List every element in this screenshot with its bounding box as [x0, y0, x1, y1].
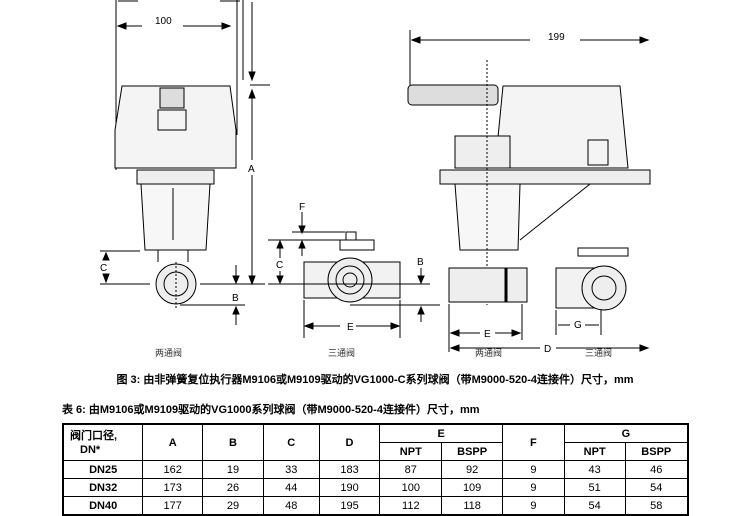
- header-d: D: [318, 423, 381, 461]
- table-cell: 118: [441, 496, 504, 516]
- cell-dn: DN25: [62, 460, 144, 479]
- table-cell: 87: [379, 460, 443, 479]
- table-cell: 54: [624, 478, 689, 497]
- view-label: 两通阀: [155, 348, 182, 359]
- table-cell: 9: [502, 460, 565, 479]
- table-cell: 162: [142, 460, 204, 479]
- table-cell: 173: [142, 478, 204, 497]
- table-cell: 46: [624, 460, 689, 479]
- table-cell: 9: [502, 478, 565, 497]
- header-dn-line1: 阀门口径,: [70, 429, 118, 442]
- dim-b-label: B: [417, 257, 424, 268]
- table-cell: 29: [202, 496, 264, 516]
- header-e-bspp: BSPP: [441, 442, 504, 461]
- header-e-npt: NPT: [379, 442, 443, 461]
- table-cell: 26: [202, 478, 264, 497]
- table-cell: 48: [262, 496, 320, 516]
- header-f: F: [502, 423, 565, 461]
- header-dn-line2: DN*: [80, 443, 101, 456]
- table-cell: 58: [624, 496, 689, 516]
- table-cell: 54: [563, 496, 626, 516]
- table-cell: 33: [262, 460, 320, 479]
- header-g-npt: NPT: [563, 442, 626, 461]
- table-cell: 51: [563, 478, 626, 497]
- dim-e-label: E: [484, 329, 491, 340]
- dim-199-label: 199: [548, 32, 565, 43]
- table-cell: 195: [318, 496, 381, 516]
- header-a: A: [142, 423, 204, 461]
- header-g: G: [563, 423, 689, 443]
- table-cell: 19: [202, 460, 264, 479]
- dim-f-label: F: [299, 202, 305, 213]
- table-cell: 190: [318, 478, 381, 497]
- dimension-table: 阀门口径, DN* A B C D E F G NPT BSPP NPT BSP…: [62, 423, 689, 516]
- view-label: 三通阀: [585, 348, 612, 359]
- dim-100-label: 100: [155, 16, 172, 27]
- dim-c-label: C: [100, 263, 107, 274]
- table-cell: 109: [441, 478, 504, 497]
- view-label: 三通阀: [328, 348, 355, 359]
- middle-3way-valve-drawing: [268, 212, 440, 338]
- left-actuator-drawing: [100, 0, 270, 325]
- table-cell: 100: [379, 478, 443, 497]
- dim-e-label: E: [347, 322, 354, 333]
- header-b: B: [202, 423, 264, 461]
- table-cell: 112: [379, 496, 443, 516]
- dim-b-label: B: [232, 293, 239, 304]
- right-actuator-drawing: [407, 30, 651, 352]
- table-cell: 43: [563, 460, 626, 479]
- table-cell: 183: [318, 460, 381, 479]
- table-cell: 44: [262, 478, 320, 497]
- table-cell: 9: [502, 496, 565, 516]
- header-dn: 阀门口径, DN*: [62, 423, 144, 461]
- dim-d-label: D: [544, 344, 551, 355]
- valve-dimension-drawing: 100 199 A C B F C B E E G D 两通阀 三通阀 两通阀 …: [100, 0, 651, 359]
- header-c: C: [262, 423, 320, 461]
- table-cell: 177: [142, 496, 204, 516]
- dim-c-label: C: [276, 260, 283, 271]
- figure-caption: 图 3: 由非弹簧复位执行器M9106或M9109驱动的VG1000-C系列球阀…: [116, 374, 634, 386]
- view-label: 两通阀: [475, 348, 502, 359]
- header-e: E: [379, 423, 504, 443]
- table-cell: 92: [441, 460, 504, 479]
- dim-a-label: A: [248, 164, 255, 175]
- table-caption: 表 6: 由M9106或M9109驱动的VG1000系列球阀（带M9000-52…: [62, 404, 480, 416]
- cell-dn: DN40: [62, 496, 144, 516]
- dim-g-label: G: [574, 320, 582, 331]
- header-g-bspp: BSPP: [624, 442, 689, 461]
- cell-dn: DN32: [62, 478, 144, 497]
